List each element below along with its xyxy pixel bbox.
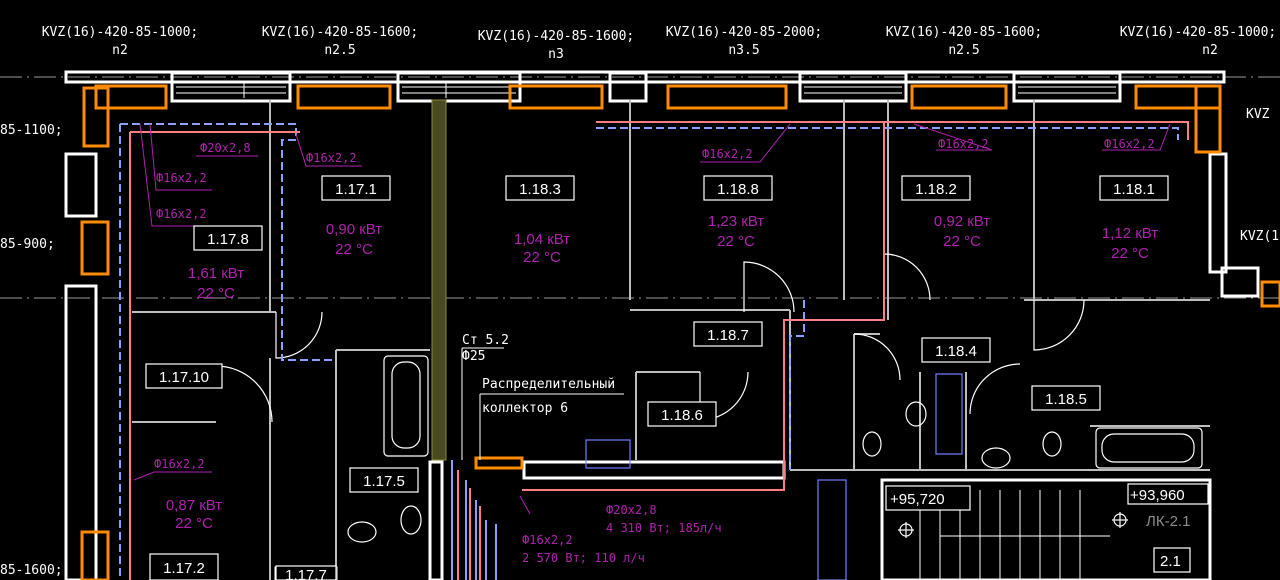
partition-hatch bbox=[431, 99, 447, 461]
room-power: 1,04 кВт bbox=[514, 231, 570, 248]
room-id: 1.18.5 bbox=[1045, 391, 1087, 408]
room-power: 1,12 кВт bbox=[1102, 225, 1158, 242]
stair-id: 2.1 bbox=[1160, 553, 1181, 570]
room-id: 1.18.6 bbox=[661, 407, 703, 424]
pipe-size: Ф20х2,8 bbox=[200, 141, 251, 155]
room-temp: 22 °C bbox=[523, 249, 561, 266]
room-ids: 1.17.1 1.18.3 1.18.8 1.18.2 1.18.1 1.17.… bbox=[159, 181, 1155, 580]
radiator-count: n2.5 bbox=[948, 43, 979, 58]
radiator-count: n2.5 bbox=[324, 43, 355, 58]
room-power: 1,61 кВт bbox=[188, 265, 244, 282]
pipe-size: Ф16х2,2 bbox=[156, 171, 207, 185]
radiator-spec: KVZ(16)-420-85-1600; bbox=[886, 25, 1043, 40]
edge-label: 85-1600; bbox=[0, 563, 63, 578]
supply-pipes bbox=[129, 121, 1189, 580]
room-id: 1.17.7 bbox=[285, 567, 327, 580]
room-temp: 22 °C bbox=[943, 233, 981, 250]
return-pipes bbox=[119, 123, 1179, 580]
room-id: 1.18.1 bbox=[1113, 181, 1155, 198]
room-power: 0,90 кВт bbox=[326, 221, 382, 238]
radiator-labels: KVZ(16)-420-85-1000; n2 KVZ(16)-420-85-1… bbox=[42, 25, 1277, 62]
edge-label: 85-900; bbox=[0, 237, 55, 252]
level-mark: +93,960 bbox=[1130, 487, 1185, 504]
radiator-count: n3.5 bbox=[728, 43, 759, 58]
leader-lines bbox=[133, 123, 1171, 515]
collector-label: Распределительный bbox=[482, 377, 615, 392]
radiator-spec: KVZ(16)-420-85-1000; bbox=[42, 25, 199, 40]
riser-label: Ст 5.2 bbox=[462, 333, 509, 348]
room-power: 0,87 кВт bbox=[166, 497, 222, 514]
room-id: 1.17.2 bbox=[163, 560, 205, 577]
collector-pipes bbox=[451, 460, 497, 580]
flow-pipe: Ф16х2,2 bbox=[522, 533, 573, 547]
pipe-size: Ф16х2,2 bbox=[306, 151, 357, 165]
pipe-labels: Ф20х2,8 Ф16х2,2 Ф16х2,2 Ф16х2,2 Ф16х2,2 … bbox=[154, 137, 1155, 471]
room-id: 1.18.7 bbox=[707, 327, 749, 344]
edge-label: KVZ(1 bbox=[1240, 229, 1279, 244]
room-temp: 22 °C bbox=[335, 241, 373, 258]
room-tag-frames bbox=[145, 175, 1209, 580]
room-id: 1.17.8 bbox=[207, 231, 249, 248]
pipe-size: Ф16х2,2 bbox=[702, 147, 753, 161]
radiator-spec: KVZ(16)-420-85-1600; bbox=[262, 25, 419, 40]
axis-lines bbox=[0, 76, 1280, 299]
level-mark: +95,720 bbox=[890, 491, 945, 508]
flow-pipe: Ф20х2,8 bbox=[606, 503, 657, 517]
room-temp: 22 °C bbox=[717, 233, 755, 250]
room-temp: 22 °C bbox=[175, 515, 213, 532]
pipe-size: Ф16х2,2 bbox=[154, 457, 205, 471]
room-power: 1,23 кВт bbox=[708, 213, 764, 230]
radiator-count: n2 bbox=[112, 43, 128, 58]
interior-walls bbox=[132, 100, 1210, 580]
elevation-markers bbox=[898, 512, 1128, 538]
radiator-spec: KVZ(16)-420-85-2000; bbox=[666, 25, 823, 40]
flow-load: 2 570 Вт; 110 л/ч bbox=[522, 551, 645, 565]
flow-labels: Ф20х2,8 4 310 Вт; 185л/ч Ф16х2,2 2 570 В… bbox=[522, 503, 722, 565]
sanitary-fixtures bbox=[347, 355, 1203, 543]
room-id: 1.17.1 bbox=[335, 181, 377, 198]
radiator-count: n3 bbox=[548, 47, 564, 62]
room-power: 0,92 кВт bbox=[934, 213, 990, 230]
window-glazing bbox=[176, 82, 1116, 98]
pipe-size: Ф16х2,2 bbox=[938, 137, 989, 151]
room-id: 1.18.2 bbox=[915, 181, 957, 198]
radiator-spec: KVZ(16)-420-85-1600; bbox=[478, 29, 635, 44]
stair-code: ЛК-2.1 bbox=[1146, 513, 1190, 530]
edge-label: 85-1100; bbox=[0, 123, 63, 138]
room-temp: 22 °C bbox=[197, 285, 235, 302]
pipe-size: Ф16х2,2 bbox=[156, 207, 207, 221]
radiator-units bbox=[80, 84, 1280, 580]
pipe-size: Ф16х2,2 bbox=[1104, 137, 1155, 151]
room-id: 1.17.10 bbox=[159, 369, 209, 386]
radiator-count: n2 bbox=[1202, 43, 1218, 58]
collector-label: коллектор 6 bbox=[482, 401, 568, 416]
room-id: 1.17.5 bbox=[363, 473, 405, 490]
shafts bbox=[585, 373, 963, 580]
edge-label: KVZ bbox=[1246, 107, 1270, 122]
room-id: 1.18.8 bbox=[717, 181, 759, 198]
room-id: 1.18.3 bbox=[519, 181, 561, 198]
room-temp: 22 °C bbox=[1111, 245, 1149, 262]
flow-load: 4 310 Вт; 185л/ч bbox=[606, 521, 722, 535]
room-heat-loads: 0,90 кВт 22 °C 1,04 кВт 22 °C 1,23 кВт 2… bbox=[166, 213, 1158, 532]
stair-treads bbox=[919, 490, 1110, 580]
room-id: 1.18.4 bbox=[935, 343, 977, 360]
riser-diameter: Ф25 bbox=[462, 349, 485, 364]
radiator-spec: KVZ(16)-420-85-1000; bbox=[1120, 25, 1277, 40]
